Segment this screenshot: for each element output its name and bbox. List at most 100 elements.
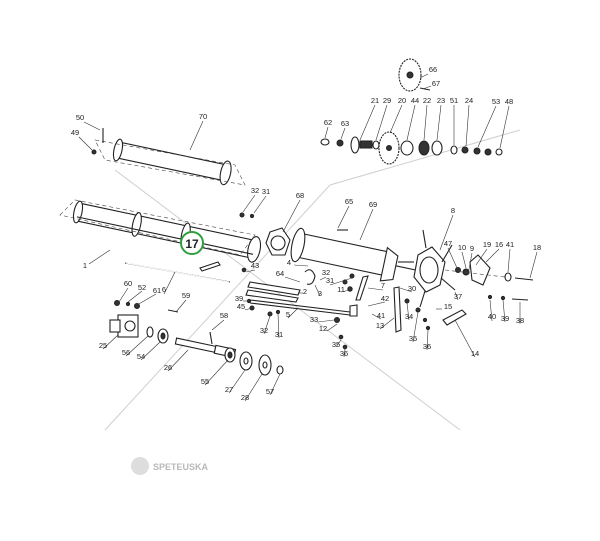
part-label-13[interactable]: 13 xyxy=(376,321,384,330)
part-label-35[interactable]: 35 xyxy=(409,334,417,343)
part-label-27[interactable]: 27 xyxy=(225,385,233,394)
part-label-32[interactable]: 32 xyxy=(322,268,330,277)
part-label-40[interactable]: 40 xyxy=(488,312,496,321)
leader-line xyxy=(293,264,309,267)
tube-69 xyxy=(290,227,421,282)
leader-line xyxy=(412,311,419,343)
part-label-31[interactable]: 31 xyxy=(275,330,283,339)
part-label-6[interactable]: 6 xyxy=(162,285,166,294)
part-label-44[interactable]: 44 xyxy=(411,96,419,105)
part-label-34[interactable]: 34 xyxy=(405,312,413,321)
leader-line xyxy=(340,127,346,140)
part-label-61[interactable]: 61 xyxy=(153,286,161,295)
part-label-36[interactable]: 36 xyxy=(423,342,431,351)
part-label-49[interactable]: 49 xyxy=(71,128,79,137)
part-label-50[interactable]: 50 xyxy=(76,113,84,122)
leader-line xyxy=(335,339,342,348)
part-label-11[interactable]: 11 xyxy=(337,285,345,294)
part-label-19[interactable]: 19 xyxy=(483,240,491,249)
part-label-58[interactable]: 58 xyxy=(220,311,228,320)
part-label-47[interactable]: 47 xyxy=(444,239,452,248)
leader-line xyxy=(379,317,395,330)
part-label-25[interactable]: 25 xyxy=(99,341,107,350)
part-label-65[interactable]: 65 xyxy=(345,197,353,206)
part-label-69[interactable]: 69 xyxy=(369,200,377,209)
part-label-31[interactable]: 31 xyxy=(262,187,270,196)
part-label-8[interactable]: 8 xyxy=(451,206,455,215)
part-label-42[interactable]: 42 xyxy=(381,294,389,303)
part-label-35[interactable]: 35 xyxy=(332,340,340,349)
part-label-17[interactable]: 17 xyxy=(185,237,199,251)
part-label-12[interactable]: 12 xyxy=(319,324,327,333)
part-label-16[interactable]: 16 xyxy=(495,240,503,249)
part-label-64[interactable]: 64 xyxy=(276,269,284,278)
part-label-5[interactable]: 5 xyxy=(286,310,290,319)
leader-line xyxy=(340,289,351,293)
leader-lines xyxy=(78,73,538,402)
part-label-3[interactable]: 3 xyxy=(318,289,322,298)
highlight-circle-17[interactable] xyxy=(180,231,204,255)
part-label-51[interactable]: 51 xyxy=(450,96,458,105)
part-label-31[interactable]: 31 xyxy=(326,276,334,285)
part-label-7[interactable]: 7 xyxy=(381,281,385,290)
part-label-39[interactable]: 39 xyxy=(235,294,243,303)
part-label-2[interactable]: 2 xyxy=(303,287,307,296)
part-label-67[interactable]: 67 xyxy=(432,79,440,88)
part-label-52[interactable]: 52 xyxy=(138,283,146,292)
part-label-63[interactable]: 63 xyxy=(341,119,349,128)
part-label-22[interactable]: 22 xyxy=(423,96,431,105)
part-label-45[interactable]: 45 xyxy=(237,302,245,311)
part-label-32[interactable]: 32 xyxy=(260,326,268,335)
leader-line xyxy=(228,369,246,394)
part-label-66[interactable]: 66 xyxy=(429,65,437,74)
part-label-41[interactable]: 41 xyxy=(506,240,514,249)
part-label-15[interactable]: 15 xyxy=(444,302,452,311)
part-label-41[interactable]: 41 xyxy=(377,311,385,320)
part-label-62[interactable]: 62 xyxy=(324,118,332,127)
leader-line xyxy=(317,319,335,323)
leader-line xyxy=(475,248,488,266)
part-label-39[interactable]: 39 xyxy=(501,314,509,323)
part-label-68[interactable]: 68 xyxy=(296,191,304,200)
part-label-38[interactable]: 38 xyxy=(516,316,524,325)
leader-line xyxy=(329,277,353,286)
leader-line xyxy=(118,287,129,303)
part-label-9[interactable]: 9 xyxy=(470,244,474,253)
part-label-30[interactable]: 30 xyxy=(408,284,416,293)
leader-line xyxy=(263,315,271,335)
part-label-24[interactable]: 24 xyxy=(465,96,473,105)
part-label-32[interactable]: 32 xyxy=(251,186,259,195)
part-label-70[interactable]: 70 xyxy=(199,112,207,121)
part-label-36[interactable]: 36 xyxy=(340,349,348,358)
part-label-28[interactable]: 28 xyxy=(241,393,249,402)
part-label-43[interactable]: 43 xyxy=(251,261,259,270)
part-label-33[interactable]: 33 xyxy=(310,315,318,324)
part-label-37[interactable]: 37 xyxy=(454,292,462,301)
leader-line xyxy=(389,104,403,134)
part-label-4[interactable]: 4 xyxy=(287,258,291,267)
part-label-10[interactable]: 10 xyxy=(458,243,466,252)
leader-line xyxy=(399,287,413,293)
part-label-59[interactable]: 59 xyxy=(182,291,190,300)
leader-line xyxy=(244,373,263,402)
part-label-57[interactable]: 57 xyxy=(266,387,274,396)
part-label-20[interactable]: 20 xyxy=(398,96,406,105)
part-label-29[interactable]: 29 xyxy=(383,96,391,105)
part-label-56[interactable]: 56 xyxy=(122,348,130,357)
part-label-18[interactable]: 18 xyxy=(533,243,541,252)
leader-line xyxy=(343,348,346,358)
part-label-48[interactable]: 48 xyxy=(505,97,513,106)
leader-line xyxy=(211,319,225,331)
leader-line xyxy=(83,121,101,131)
part-label-55[interactable]: 55 xyxy=(201,377,209,386)
leader-line xyxy=(436,104,442,141)
part-label-1[interactable]: 1 xyxy=(83,261,87,270)
part-label-23[interactable]: 23 xyxy=(437,96,445,105)
part-label-54[interactable]: 54 xyxy=(137,352,145,361)
part-label-21[interactable]: 21 xyxy=(371,96,379,105)
part-label-26[interactable]: 26 xyxy=(164,363,172,372)
part-label-53[interactable]: 53 xyxy=(492,97,500,106)
part-label-14[interactable]: 14 xyxy=(471,349,479,358)
part-label-60[interactable]: 60 xyxy=(124,279,132,288)
